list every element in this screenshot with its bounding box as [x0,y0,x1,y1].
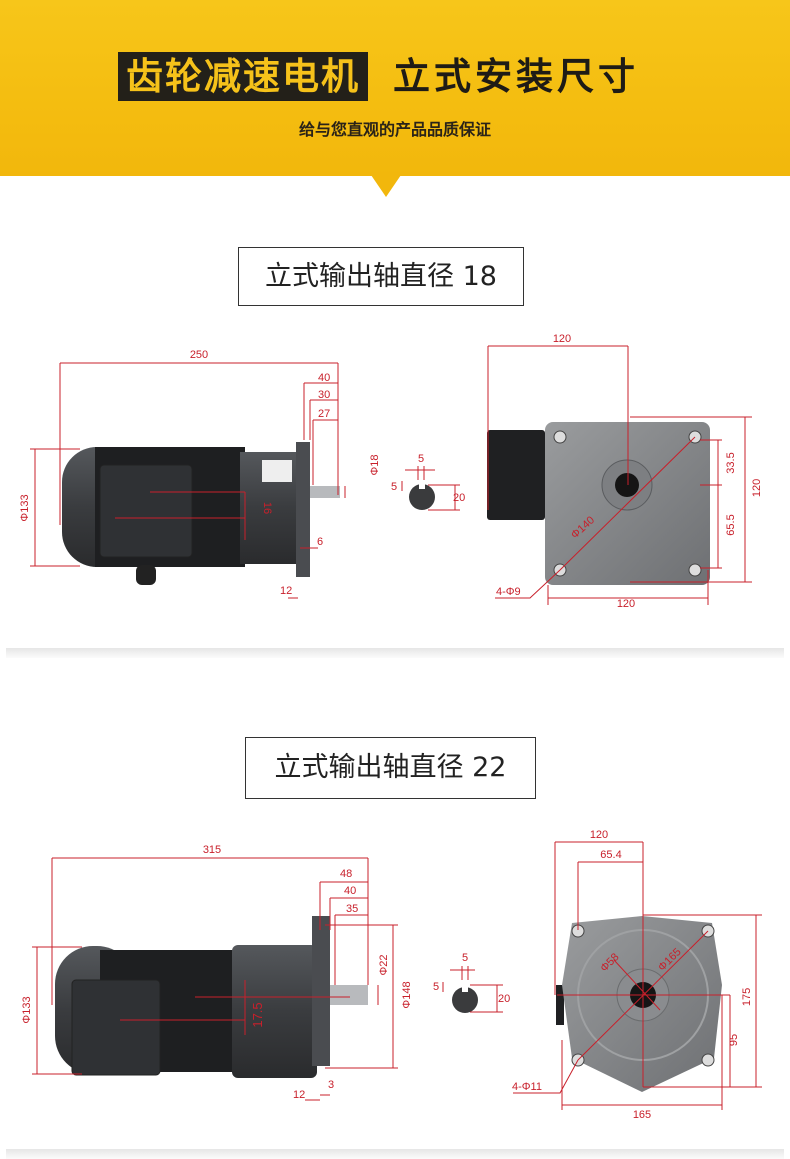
dim-shaft-diameter: Φ18 [369,454,381,475]
title-rest: 立式安装尺寸 [393,55,639,98]
dim-center-offset: 17.5 [250,1002,265,1027]
dim-holes: 4-Φ11 [512,1081,542,1093]
dim-width-bottom: 165 [633,1109,651,1121]
section-divider [6,648,784,658]
shaft-section [452,987,478,1013]
terminal-box [99,464,193,558]
dim-key-width: 5 [418,453,424,465]
dim-holes: 4-Φ9 [496,586,521,598]
dim-body-diameter: Φ133 [19,494,31,521]
banner-pointer [371,175,401,197]
terminal-box [71,979,161,1076]
dim-48: 48 [340,868,352,880]
dim-height: 120 [751,479,763,497]
bottom-divider [6,1149,784,1159]
keyway [462,987,468,992]
label-plate [262,460,292,482]
dim-shaft-height: 20 [453,492,465,504]
dim-width-top: 120 [590,829,608,841]
dim-key-depth: 5 [391,481,397,493]
dim-shaft-height: 20 [498,993,510,1005]
dim-flange-gap: 6 [317,536,323,548]
flange [312,916,330,1066]
title-highlight: 齿轮减速电机 [118,52,368,101]
keyway [419,484,425,489]
dim-lower-offset: 65.5 [725,514,737,535]
dim-flange-thickness: 12 [293,1089,305,1101]
side-view-22: 315 48 40 35 Φ133 17.5 Φ22 Φ148 12 3 [21,844,413,1101]
output-shaft [330,985,368,1005]
key-view-22: 5 5 20 [433,952,510,1013]
dim-lower-offset: 95 [728,1034,740,1046]
dim-key-width: 5 [462,952,468,964]
side-view-18: 250 40 30 27 Φ133 16 6 12 Φ18 [19,349,381,599]
output-shaft [310,486,340,498]
section2-title: 立式输出轴直径 22 [245,737,536,799]
subtitle: 给与您直观的产品品质保证 [298,120,491,139]
dim-shaft-diameter: Φ22 [378,954,390,975]
front-view-18: 120 33.5 65.5 120 Φ140 4-Φ9 120 [487,333,763,610]
dim-center-offset: 16 [261,502,273,514]
gearbox [232,945,317,1078]
dim-upper-offset: 33.5 [725,452,737,473]
dim-flange-gap: 3 [328,1079,334,1091]
cable-gland [136,565,156,585]
dim-30: 30 [318,389,330,401]
dim-flange-thickness: 12 [280,585,292,597]
dim-flange-diameter: Φ148 [401,981,413,1008]
dim-width-bottom: 120 [617,598,635,610]
shaft-section [409,484,435,510]
dim-body-diameter: Φ133 [21,996,33,1023]
key-view-18: 5 5 20 [391,453,465,511]
dim-half-offset: 65.4 [600,849,621,861]
dim-overall-length: 315 [203,844,221,856]
dim-overall-length: 250 [190,349,208,361]
section1-title: 立式输出轴直径 18 [238,247,524,306]
dim-width-top: 120 [553,333,571,345]
dim-40: 40 [318,372,330,384]
dim-40: 40 [344,885,356,897]
front-view-22: 120 65.4 175 95 Φ58 Φ165 4-Φ11 165 [512,829,762,1121]
dim-27: 27 [318,408,330,420]
flange [296,442,310,577]
terminal-box [487,430,545,520]
dim-35: 35 [346,903,358,915]
dim-height: 175 [741,988,753,1006]
dim-key-depth: 5 [433,981,439,993]
shaft-end [615,473,639,497]
